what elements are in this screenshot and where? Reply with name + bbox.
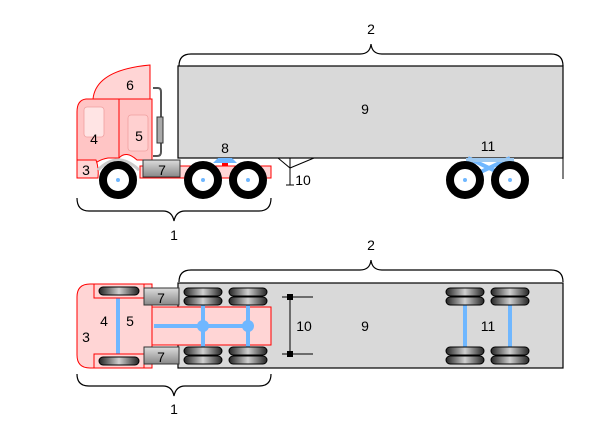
drive-wheel [229,161,267,199]
steer-tire [98,356,140,366]
label-cab-front: 4 [90,131,98,147]
label-trailer: 2 [367,237,375,253]
trailer-wheel [491,161,529,199]
side-view: 2 9 10 11 8 [76,21,564,243]
sleeper-window [127,114,149,152]
cab-window [83,106,105,138]
label-trailer-body: 9 [361,318,369,334]
label-landing-gear: 10 [295,172,311,188]
label-tractor: 1 [170,227,178,243]
label-tractor: 1 [170,401,178,417]
label-trailer-body: 9 [361,101,369,117]
label-fuel-tank-left: 7 [157,290,165,306]
trailer-wheel [446,161,484,199]
trailer-tires [445,287,530,365]
landing-gear [277,157,315,186]
label-fuel-tank: 7 [158,162,166,178]
cab-top [76,283,153,369]
fuel-tank-right [143,346,180,365]
wheel-arch [96,158,141,172]
steer-wheel [99,161,137,199]
label-trailer: 2 [367,21,375,37]
tractor-brace [76,373,272,397]
trailer-body [177,65,564,159]
label-bumper: 3 [82,329,90,345]
label-fifth-wheel: 8 [221,140,229,156]
fairing [92,64,151,100]
steer-tire [98,286,140,296]
label-fairing: 6 [126,77,134,93]
top-view: 2 9 10 11 [76,237,564,417]
fifth-wheel-pin [222,163,228,166]
fifth-wheel [213,158,237,163]
label-cab-front: 4 [100,313,108,329]
exhaust-muffler [156,116,164,144]
label-trailer-width: 10 [296,318,312,334]
drive-wheel [184,161,222,199]
trailer-brace [178,43,564,67]
tractor-brace [76,197,272,222]
fuel-tank [142,159,181,178]
differential [197,320,209,332]
width-dimension [282,294,313,357]
differential [242,320,254,332]
label-bumper: 3 [82,162,90,178]
trailer-brace [178,259,564,283]
fuel-tank-left [143,287,180,306]
drive-tires [183,287,268,365]
label-trailer-axles: 11 [481,318,496,334]
label-cab-rear: 5 [126,313,134,329]
label-cab-rear: 5 [135,128,143,144]
label-fuel-tank-right: 7 [157,349,165,365]
label-trailer-axles: 11 [481,138,496,154]
